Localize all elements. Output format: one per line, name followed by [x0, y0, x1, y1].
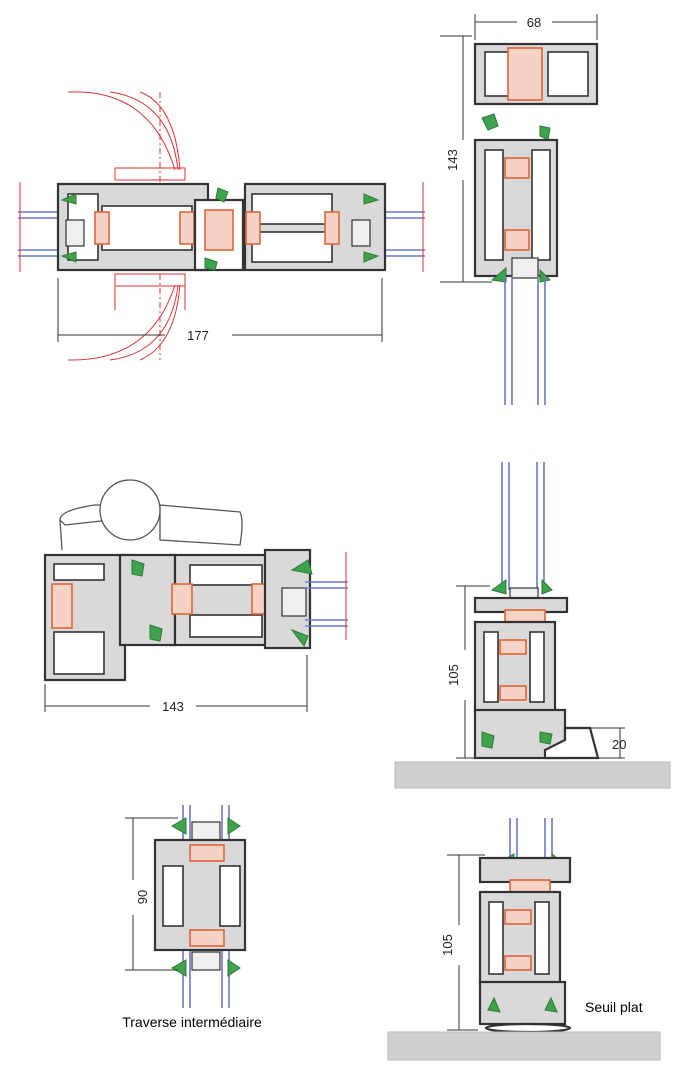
caption-threshold: Seuil plat — [585, 999, 643, 1015]
dimension-20: 20 — [588, 727, 626, 759]
dimension-68: 68 — [474, 14, 598, 40]
dimension-105-upper: 105 — [446, 585, 490, 759]
dimension-90: 90 — [125, 817, 178, 971]
dimension-label-105-upper: 105 — [446, 664, 461, 686]
section-flat-threshold: 105 Seuil plat — [387, 818, 661, 1061]
dimension-105-lower: 105 — [440, 854, 485, 1031]
dimension-label-20: 20 — [612, 737, 626, 752]
handle-outline — [59, 479, 243, 551]
dimension-label-90: 90 — [135, 890, 150, 904]
dimension-label-68: 68 — [527, 15, 541, 30]
dimension-label-143-vertical: 143 — [445, 149, 460, 171]
dimension-label-143-horizontal: 143 — [162, 699, 184, 714]
dimension-label-177: 177 — [187, 328, 209, 343]
section-vertical-sill-step: 105 20 — [394, 462, 671, 789]
section-transom: 90 Traverse intermédiaire — [122, 805, 262, 1030]
dimension-label-105-lower: 105 — [440, 934, 455, 956]
center-meeting-stile — [193, 187, 245, 272]
section-horizontal-handle: 143 — [43, 479, 348, 714]
floor-slab-upper — [394, 761, 671, 789]
section-horizontal-double-leaf: 177 — [18, 91, 425, 361]
section-vertical-head: 68 143 — [440, 14, 599, 405]
dimension-143-vertical: 143 — [440, 35, 492, 283]
dimension-143-horizontal: 143 — [44, 655, 308, 714]
leaf-left-profile — [56, 182, 210, 272]
leaf-right-profile — [243, 182, 387, 272]
door-swing-arcs — [67, 91, 186, 361]
floor-slab-lower — [387, 1031, 661, 1061]
caption-transom: Traverse intermédiaire — [122, 1014, 262, 1030]
dimension-177: 177 — [57, 278, 383, 343]
